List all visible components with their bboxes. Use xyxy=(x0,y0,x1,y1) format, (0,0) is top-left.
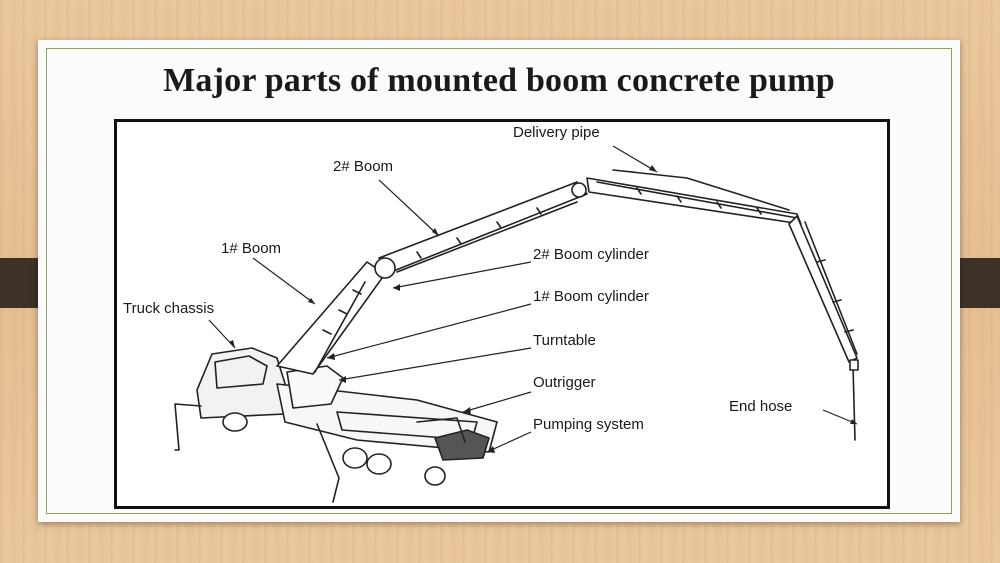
leader-boom-1-cylinder xyxy=(326,303,532,359)
label-boom-1-cylinder: 1# Boom cylinder xyxy=(533,288,649,305)
leader-pumping-system xyxy=(486,431,532,453)
outrigger-rear xyxy=(416,417,466,443)
delivery-pipe-shape xyxy=(612,169,790,211)
end-hose-shape xyxy=(852,365,856,441)
boom-4-shape xyxy=(788,215,858,363)
turntable-shape xyxy=(286,365,344,409)
leader-boom-1 xyxy=(252,257,316,305)
slide: Major parts of mounted boom concrete pum… xyxy=(38,40,960,522)
label-delivery-pipe: Delivery pipe xyxy=(513,124,600,141)
leader-turntable xyxy=(338,347,532,381)
boom-3-shape xyxy=(586,177,802,225)
label-boom-2: 2# Boom xyxy=(333,158,394,175)
label-turntable: Turntable xyxy=(533,332,596,349)
leader-delivery-pipe xyxy=(612,145,658,173)
outrigger-left xyxy=(174,403,202,451)
truck-cab-shape xyxy=(196,347,288,419)
slide-frame xyxy=(46,48,952,514)
label-boom-1: 1# Boom xyxy=(221,240,282,257)
label-boom-2-cylinder: 2# Boom cylinder xyxy=(533,246,649,263)
pump-drawing xyxy=(174,145,859,503)
label-pumping-system: Pumping system xyxy=(533,416,644,433)
boom-1-cylinder-shape xyxy=(314,281,366,373)
leader-outrigger xyxy=(462,391,532,413)
leader-boom-2-cylinder xyxy=(392,261,532,289)
label-end-hose: End hose xyxy=(729,398,793,415)
outrigger-front xyxy=(316,423,340,503)
label-outrigger: Outrigger xyxy=(533,374,596,391)
slide-title: Major parts of mounted boom concrete pum… xyxy=(163,62,835,99)
leader-boom-2 xyxy=(378,179,440,237)
label-truck-chassis: Truck chassis xyxy=(123,300,215,317)
concrete-pump-diagram: Delivery pipe 2# Boom 1# Boom Truck chas… xyxy=(114,119,890,509)
